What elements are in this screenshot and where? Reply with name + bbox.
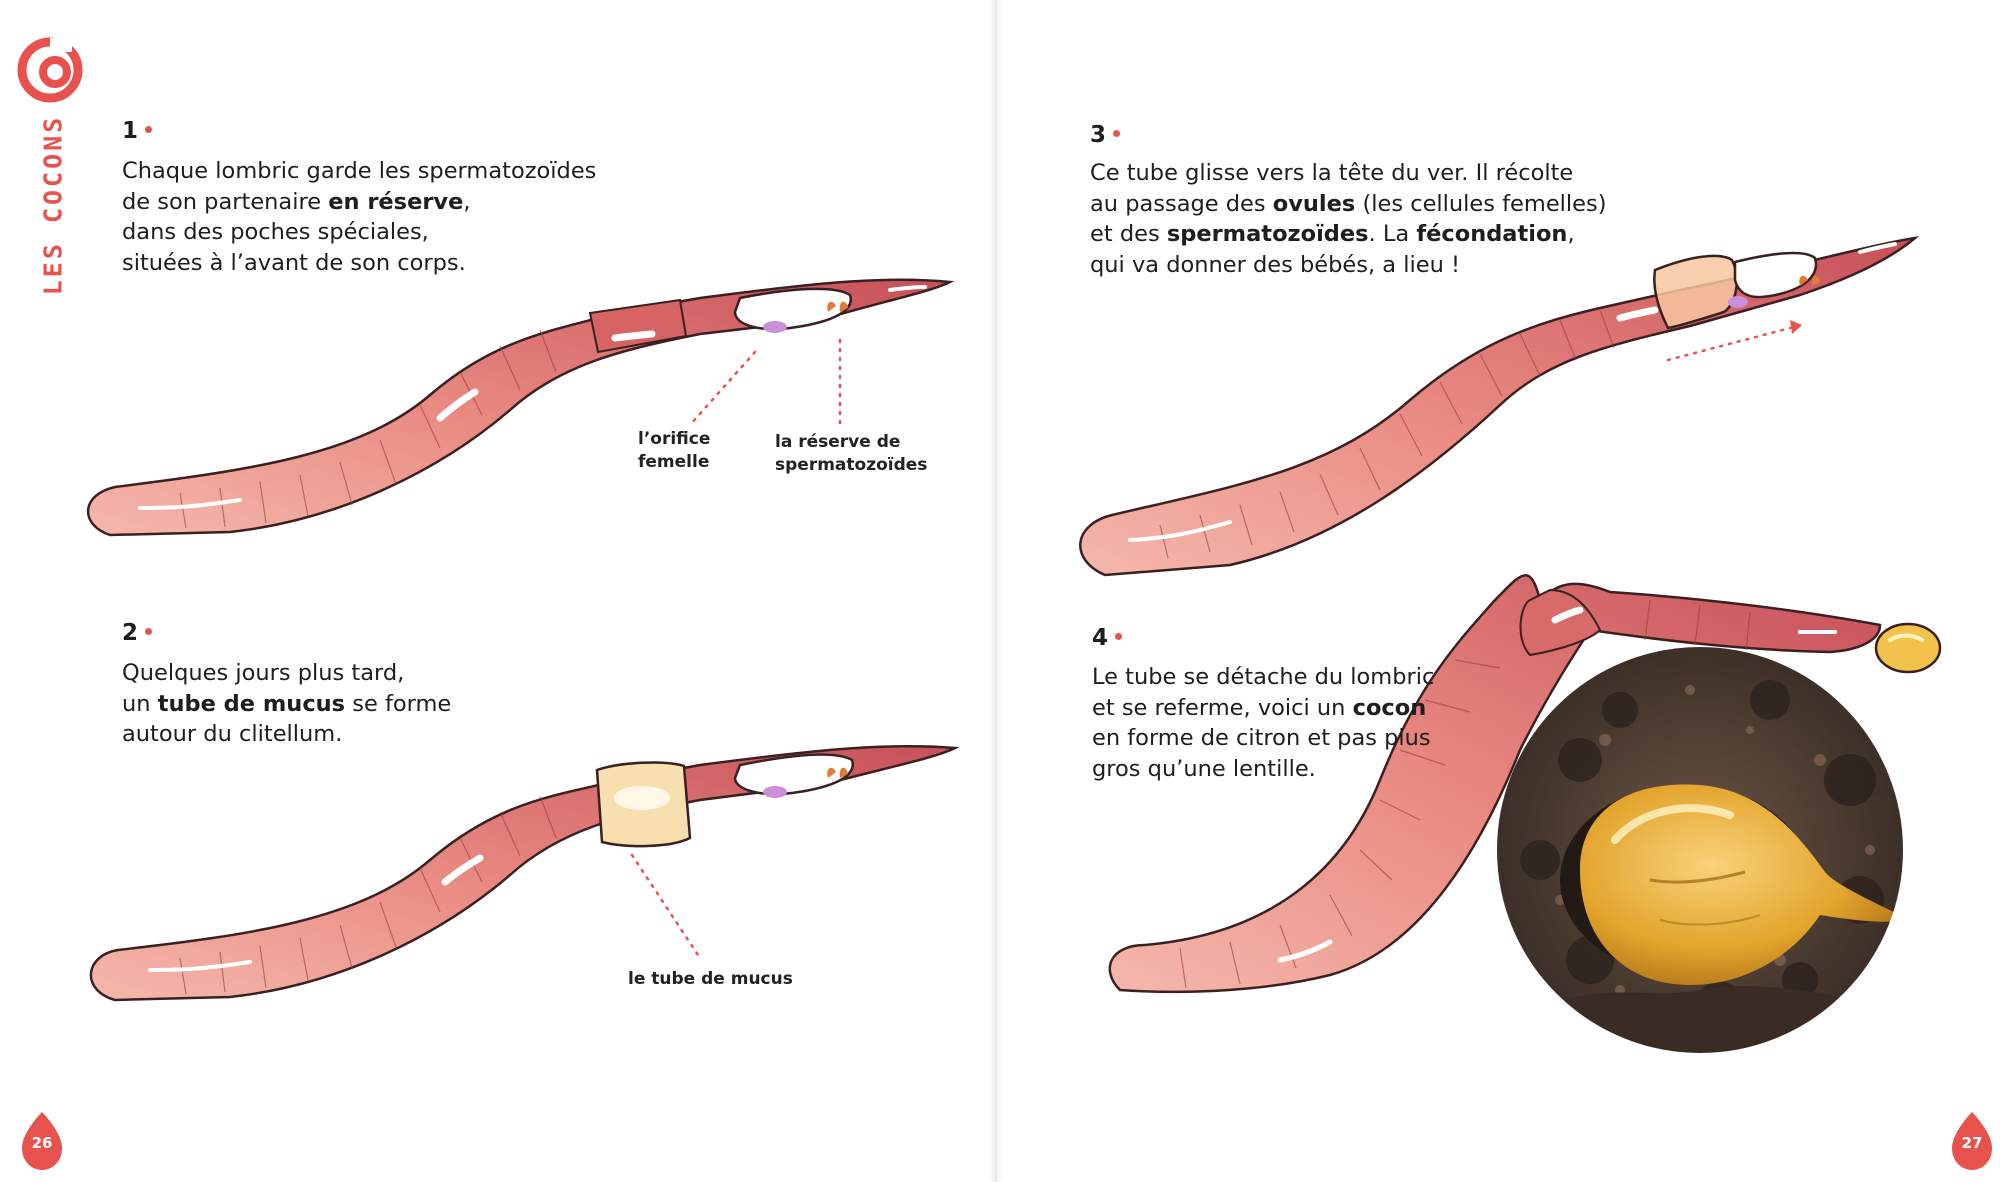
text-run: autour du clitellum. bbox=[122, 721, 343, 747]
step-1-text: Chaque lombric garde les spermatozoïdes d… bbox=[122, 156, 596, 278]
spiral-logo-icon bbox=[17, 37, 83, 103]
label-sperm-reserve: la réserve de spermatozoïdes bbox=[775, 431, 927, 477]
step-bullet-dot bbox=[1113, 130, 1121, 137]
text-run: de son partenaire bbox=[122, 188, 329, 215]
text-line: et des spermatozoïdes. La fécondation, bbox=[1090, 219, 1607, 250]
text-line: Chaque lombric garde les spermatozoïdes bbox=[122, 156, 596, 187]
text-line: gros qu’une lentille. bbox=[1092, 754, 1434, 785]
text-run: Ce tube glisse vers la tête du ver. Il r… bbox=[1090, 160, 1574, 186]
worm-1 bbox=[86, 278, 955, 537]
step-2-text: Quelques jours plus tard, un tube de mucu… bbox=[122, 658, 451, 750]
step-bullet-dot bbox=[145, 126, 153, 133]
text-run: au passage des bbox=[1090, 190, 1273, 217]
step-4-number: 4 bbox=[1092, 625, 1123, 651]
text-line: en forme de citron et pas plus bbox=[1092, 723, 1434, 754]
text-line: qui va donner des bébés, a lieu ! bbox=[1090, 250, 1607, 281]
text-run: , bbox=[1567, 221, 1575, 247]
label-line: l’orifice bbox=[638, 429, 711, 449]
text-run: Quelques jours plus tard, bbox=[122, 660, 405, 686]
text-line: au passage des ovules (les cellules feme… bbox=[1090, 189, 1607, 220]
bold-term: fécondation bbox=[1416, 221, 1568, 247]
text-run: situées à l’avant de son corps. bbox=[122, 249, 466, 276]
bold-term: spermatozoïdes bbox=[1166, 221, 1369, 247]
step-1-number: 1 bbox=[122, 118, 153, 144]
page-number-right: 27 bbox=[1961, 1134, 1983, 1152]
text-line: Quelques jours plus tard, bbox=[122, 658, 451, 689]
text-line: un tube de mucus se forme bbox=[122, 689, 451, 720]
label-line: le tube de mucus bbox=[628, 969, 793, 989]
page-badge-right-shape bbox=[1952, 1112, 1992, 1170]
bold-term: ovules bbox=[1272, 190, 1356, 217]
page-number-left: 26 bbox=[31, 1134, 53, 1152]
worm-3 bbox=[1079, 236, 1920, 577]
text-line: Le tube se détache du lombric bbox=[1092, 662, 1434, 693]
label-line: spermatozoïdes bbox=[775, 455, 928, 475]
section-title: LES COCONS bbox=[38, 114, 68, 296]
text-run: et se referme, voici un bbox=[1092, 694, 1353, 721]
step-3-text: Ce tube glisse vers la tête du ver. Il r… bbox=[1090, 158, 1607, 280]
worm-2 bbox=[89, 744, 960, 1002]
text-run: Le tube se détache du lombric bbox=[1092, 664, 1435, 690]
worm-4 bbox=[1108, 574, 1942, 994]
cocoon-photo bbox=[1496, 646, 1904, 1054]
step-3-number: 3 bbox=[1090, 122, 1121, 148]
label-female-orifice: l’orifice femelle bbox=[638, 428, 710, 474]
text-line: autour du clitellum. bbox=[122, 719, 451, 750]
book-gutter bbox=[988, 0, 1004, 1182]
text-run: se forme bbox=[345, 690, 452, 717]
text-run: Chaque lombric garde les spermatozoïdes bbox=[122, 158, 597, 184]
text-run: , bbox=[463, 188, 471, 215]
label-mucus-tube: le tube de mucus bbox=[628, 968, 793, 991]
text-line: de son partenaire en réserve, bbox=[122, 187, 596, 218]
text-run: gros qu’une lentille. bbox=[1092, 755, 1316, 782]
text-run: . La bbox=[1368, 221, 1417, 247]
label-line: femelle bbox=[638, 452, 710, 472]
bold-term: tube de mucus bbox=[157, 690, 346, 717]
text-run: un bbox=[122, 690, 158, 717]
step-bullet-dot bbox=[145, 628, 153, 635]
text-run: en forme de citron et pas plus bbox=[1092, 725, 1431, 751]
step-2-number: 2 bbox=[122, 620, 153, 646]
label-line: la réserve de bbox=[775, 432, 901, 452]
text-run: (les cellules femelles) bbox=[1355, 190, 1607, 217]
text-line: Ce tube glisse vers la tête du ver. Il r… bbox=[1090, 158, 1607, 189]
page-badge-left-shape bbox=[22, 1112, 62, 1170]
step-bullet-dot bbox=[1115, 633, 1123, 640]
text-line: situées à l’avant de son corps. bbox=[122, 248, 596, 279]
text-line: dans des poches spéciales, bbox=[122, 217, 596, 248]
text-run: qui va donner des bébés, a lieu ! bbox=[1090, 251, 1461, 278]
text-line: et se referme, voici un cocon bbox=[1092, 693, 1434, 724]
text-run: et des bbox=[1090, 221, 1167, 247]
step-4-text: Le tube se détache du lombric et se refer… bbox=[1092, 662, 1434, 784]
bold-term: en réserve bbox=[328, 188, 464, 215]
bold-term: cocon bbox=[1352, 694, 1427, 721]
text-run: dans des poches spéciales, bbox=[122, 219, 429, 245]
